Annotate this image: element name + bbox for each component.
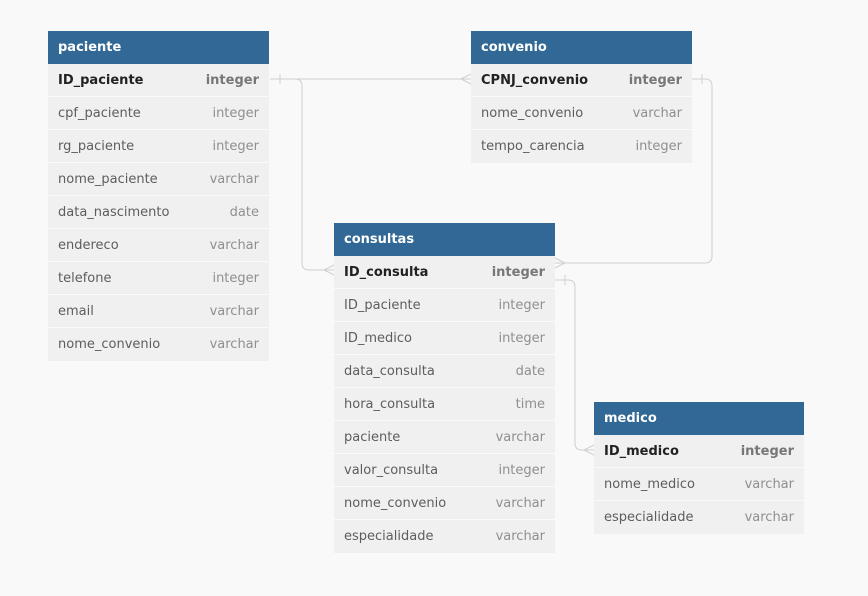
- field-type: integer: [212, 271, 259, 286]
- primary-key-row[interactable]: ID_medico integer: [594, 435, 804, 468]
- field-name: paciente: [344, 430, 401, 445]
- field-row[interactable]: nome_convenio varchar: [471, 97, 692, 130]
- field-type: varchar: [209, 238, 259, 253]
- field-name: ID_paciente: [344, 298, 421, 313]
- primary-key-row[interactable]: CPNJ_convenio integer: [471, 64, 692, 97]
- primary-key-row[interactable]: ID_paciente integer: [48, 64, 269, 97]
- field-row[interactable]: ID_paciente integer: [334, 289, 555, 322]
- field-type: integer: [212, 106, 259, 121]
- field-name: data_nascimento: [58, 205, 170, 220]
- many-marker: [582, 444, 595, 456]
- field-type: date: [515, 364, 545, 379]
- field-row[interactable]: ID_medico integer: [334, 322, 555, 355]
- field-type: integer: [205, 73, 259, 88]
- field-name: tempo_carencia: [481, 139, 585, 154]
- field-name: ID_consulta: [344, 265, 429, 280]
- field-name: ID_paciente: [58, 73, 144, 88]
- connector-paciente-consultas[interactable]: [270, 78, 334, 271]
- many-marker: [554, 257, 567, 269]
- field-name: telefone: [58, 271, 112, 286]
- field-type: varchar: [209, 337, 259, 352]
- table-header[interactable]: convenio: [471, 31, 692, 64]
- field-type: varchar: [209, 172, 259, 187]
- field-row[interactable]: nome_medico varchar: [594, 468, 804, 501]
- connector-convenio-consultas[interactable]: [555, 78, 713, 264]
- field-name: especialidade: [604, 510, 694, 525]
- field-name: nome_medico: [604, 477, 695, 492]
- field-row[interactable]: tempo_carencia integer: [471, 130, 692, 163]
- field-type: time: [515, 397, 545, 412]
- field-name: ID_medico: [344, 331, 412, 346]
- field-type: integer: [212, 139, 259, 154]
- primary-key-row[interactable]: ID_consulta integer: [334, 256, 555, 289]
- field-row[interactable]: hora_consulta time: [334, 388, 555, 421]
- field-type: varchar: [744, 510, 794, 525]
- field-type: varchar: [495, 430, 545, 445]
- field-type: varchar: [495, 529, 545, 544]
- field-name: endereco: [58, 238, 119, 253]
- field-row[interactable]: nome_convenio varchar: [48, 328, 269, 361]
- field-row[interactable]: telefone integer: [48, 262, 269, 295]
- field-row[interactable]: paciente varchar: [334, 421, 555, 454]
- field-name: CPNJ_convenio: [481, 73, 589, 88]
- field-name: nome_convenio: [58, 337, 161, 352]
- field-row[interactable]: rg_paciente integer: [48, 130, 269, 163]
- field-type: varchar: [495, 496, 545, 511]
- field-name: cpf_paciente: [58, 106, 141, 121]
- field-row[interactable]: valor_consulta integer: [334, 454, 555, 487]
- field-row[interactable]: nome_convenio varchar: [334, 487, 555, 520]
- field-name: ID_medico: [604, 444, 679, 459]
- field-name: nome_paciente: [58, 172, 158, 187]
- field-type: varchar: [632, 106, 682, 121]
- field-name: hora_consulta: [344, 397, 436, 412]
- field-type: integer: [635, 139, 682, 154]
- field-name: nome_convenio: [344, 496, 447, 511]
- field-name: valor_consulta: [344, 463, 439, 478]
- field-type: integer: [740, 444, 794, 459]
- field-row[interactable]: cpf_paciente integer: [48, 97, 269, 130]
- field-row[interactable]: endereco varchar: [48, 229, 269, 262]
- field-name: especialidade: [344, 529, 434, 544]
- field-type: integer: [628, 73, 682, 88]
- field-row[interactable]: especialidade varchar: [334, 520, 555, 553]
- field-name: email: [58, 304, 94, 319]
- many-marker: [322, 264, 335, 276]
- field-type: integer: [491, 265, 545, 280]
- field-type: varchar: [744, 477, 794, 492]
- field-type: integer: [498, 463, 545, 478]
- field-name: rg_paciente: [58, 139, 135, 154]
- field-row[interactable]: data_consulta date: [334, 355, 555, 388]
- field-type: varchar: [209, 304, 259, 319]
- many-marker: [459, 73, 472, 85]
- field-type: date: [229, 205, 259, 220]
- field-type: integer: [498, 298, 545, 313]
- field-row[interactable]: nome_paciente varchar: [48, 163, 269, 196]
- field-name: nome_convenio: [481, 106, 584, 121]
- connector-consultas-medico[interactable]: [555, 279, 594, 451]
- field-name: data_consulta: [344, 364, 435, 379]
- field-type: integer: [498, 331, 545, 346]
- table-header[interactable]: consultas: [334, 223, 555, 256]
- table-header[interactable]: medico: [594, 402, 804, 435]
- field-row[interactable]: data_nascimento date: [48, 196, 269, 229]
- field-row[interactable]: email varchar: [48, 295, 269, 328]
- field-row[interactable]: especialidade varchar: [594, 501, 804, 534]
- table-header[interactable]: paciente: [48, 31, 269, 64]
